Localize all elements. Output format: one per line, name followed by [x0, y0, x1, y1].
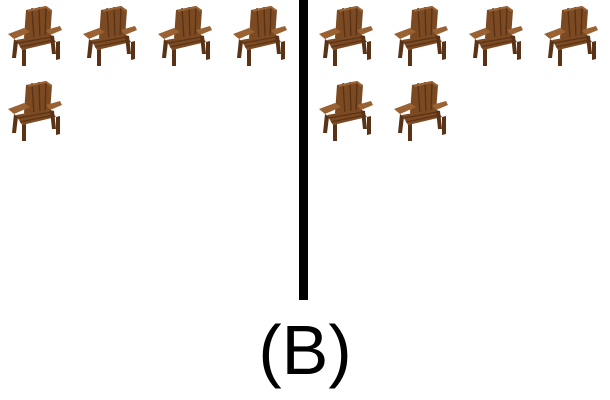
adirondack-chair-icon [317, 79, 375, 143]
adirondack-chair-icon [231, 4, 289, 68]
adirondack-chair-icon [542, 4, 600, 68]
adirondack-chair-icon [6, 4, 64, 68]
adirondack-chair-icon [6, 79, 64, 143]
adirondack-chair-icon [392, 4, 450, 68]
adirondack-chair-icon [467, 4, 525, 68]
figure-caption: (B) [258, 311, 352, 389]
left-chair-group [6, 4, 306, 154]
divider-line [299, 0, 308, 300]
adirondack-chair-icon [317, 4, 375, 68]
adirondack-chair-icon [156, 4, 214, 68]
adirondack-chair-icon [81, 4, 139, 68]
adirondack-chair-icon [392, 79, 450, 143]
right-chair-group [317, 4, 610, 154]
